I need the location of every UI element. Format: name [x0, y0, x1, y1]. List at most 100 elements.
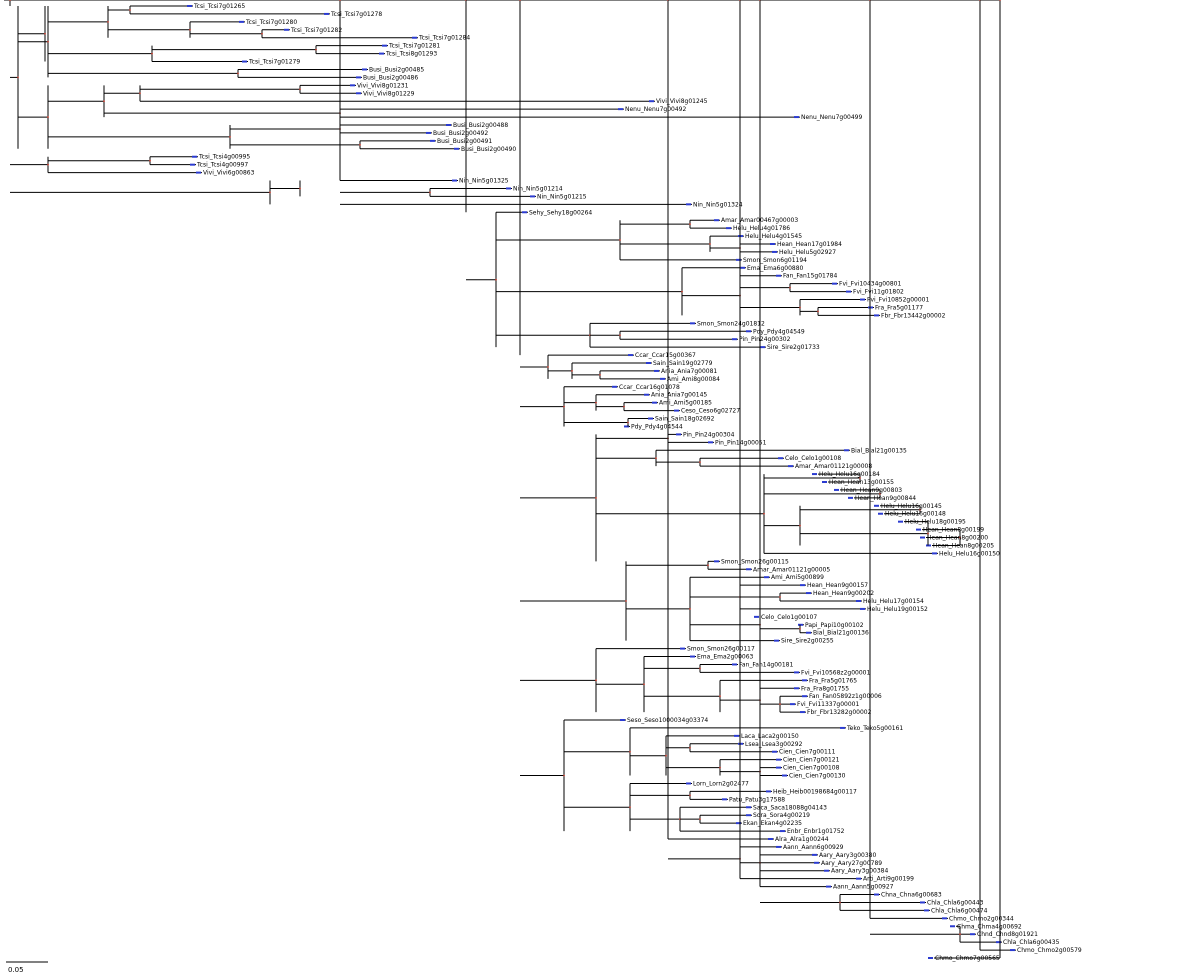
leaf-label: Amar_Amar01121g00008 [795, 463, 872, 470]
leaf-marker [734, 734, 739, 737]
leaf-label: Chmo_Chmo7g00565 [935, 955, 1000, 962]
leaf-marker [920, 901, 925, 904]
leaf-label: Helu_Helu16g00150 [939, 550, 1000, 557]
leaf-marker [686, 203, 691, 206]
leaf-marker [806, 592, 811, 595]
leaf-marker [778, 457, 783, 460]
leaf-marker [379, 52, 384, 55]
leaf-label: Tcsi_Tcsi7g01279 [248, 59, 300, 66]
leaf-label: Celo_Celo1g00107 [761, 614, 817, 621]
leaf-marker [242, 60, 247, 63]
node-marker [927, 532, 929, 535]
leaf-marker [832, 282, 837, 285]
leaf-marker [522, 211, 527, 214]
leaf-marker [794, 687, 799, 690]
leaf-label: Fvi_Fvi11g01802 [853, 289, 904, 296]
node-marker [799, 627, 801, 630]
leaf-label: Hean_Hean13g00155 [829, 479, 894, 486]
leaf-label: Patu_Patu3g17588 [729, 796, 785, 803]
leaf-marker [506, 187, 511, 190]
leaf-label: Teko_Teko5g00161 [846, 725, 903, 732]
leaf-marker [874, 314, 879, 317]
leaf-label: Tcsi_Tcsi7g01284 [418, 35, 470, 42]
leaf-marker [690, 655, 695, 658]
leaf-label: Pdy_Pdy4g04549 [753, 328, 805, 335]
leaf-marker [812, 853, 817, 856]
node-marker [643, 683, 645, 686]
leaf-label: Tcsi_Tcsi4g00997 [196, 162, 248, 169]
leaf-label: Busi_Busi2g00488 [453, 122, 508, 129]
leaf-label: Ema_Ema6g00880 [747, 265, 804, 272]
leaf-marker [824, 869, 829, 872]
node-marker [315, 48, 317, 51]
leaf-label: Chnd_Chnd8g01921 [977, 931, 1038, 938]
leaf-marker [714, 560, 719, 563]
leaf-label: Pdy_Pdy4g04544 [631, 423, 683, 430]
node-marker [17, 76, 19, 79]
leaf-marker [740, 266, 745, 269]
leaf-marker [800, 711, 805, 714]
leaf-label: Chmo_Chmo2g00344 [949, 915, 1014, 922]
leaf-label: Amar_Amar00467g00003 [721, 217, 798, 224]
leaf-marker [764, 576, 769, 579]
node-marker [339, 0, 341, 1]
leaf-label: Helu_Helu16g00184 [819, 471, 880, 478]
leaf-label: Tcsi_Tcsi7g01282 [290, 27, 342, 34]
leaf-marker [844, 449, 849, 452]
leaf-label: Pin_Pin24g00304 [683, 431, 735, 438]
leaf-marker [802, 679, 807, 682]
node-marker [623, 405, 625, 408]
leaf-label: Hean_Hean9g00157 [807, 582, 868, 589]
leaf-label: Aann_Aann5g00927 [833, 884, 894, 891]
leaf-label: Tcsi_Tcsi8g01293 [385, 51, 437, 58]
leaf-label: Chna_Chna6g00683 [881, 892, 942, 899]
leaf-label: Tcsi_Tcsi7g01278 [330, 11, 382, 18]
leaf-label: Ceso_Ceso6g02727 [681, 408, 740, 415]
leaf-label: Fbr_Fbr13442g00002 [881, 312, 946, 319]
node-marker [689, 223, 691, 226]
leaf-label: Cien_Cien7g00111 [779, 749, 836, 756]
leaf-marker [996, 941, 1001, 944]
leaf-marker [920, 536, 925, 539]
node-marker [779, 596, 781, 598]
leaf-label: Lsea_Lsea3g00292 [745, 741, 803, 748]
node-marker [699, 818, 701, 821]
leaf-label: Chla_Chla6g00435 [1003, 939, 1060, 946]
leaf-label: Fvi_Fvi10568z2g00001 [801, 669, 870, 676]
leaf-marker [770, 243, 775, 245]
leaf-label: Enbr_Enbr1g01752 [787, 828, 845, 835]
leaf-marker [686, 782, 691, 785]
leaf-marker [746, 806, 751, 809]
leaf-marker [776, 274, 781, 277]
leaf-marker [350, 84, 355, 87]
leaf-label: Amar_Amar01121g00005 [753, 566, 830, 573]
node-marker [629, 806, 631, 809]
node-marker [719, 695, 721, 698]
leaf-label: Nenu_Nenu7g00499 [801, 114, 862, 121]
leaf-marker [674, 409, 679, 412]
node-marker [595, 401, 597, 404]
leaf-marker [620, 719, 625, 721]
node-marker [689, 794, 691, 797]
node-marker [149, 159, 151, 162]
leaf-marker [426, 131, 431, 134]
node-marker [595, 679, 597, 682]
leaf-marker [776, 766, 781, 769]
leaf-marker [800, 584, 805, 587]
leaf-marker [768, 838, 773, 840]
node-marker [563, 774, 565, 777]
leaf-label: Laca_Laca2g00150 [741, 733, 799, 740]
leaf-label: Cien_Cien7g00121 [783, 757, 840, 764]
leaf-marker [648, 417, 653, 420]
leaf-label: Ania_Ania7g00145 [651, 392, 707, 399]
node-marker [261, 32, 263, 35]
node-marker [859, 477, 861, 479]
leaf-marker [812, 473, 817, 476]
node-marker [44, 32, 46, 35]
leaf-label: Celo_Celo1g00108 [785, 455, 841, 462]
node-marker [129, 9, 131, 11]
scale-bar-label: 0.05 [8, 966, 24, 974]
leaf-label: Vivi_Vivi6g00863 [203, 170, 255, 177]
leaf-label: Chmo_Chmo2g00579 [1017, 947, 1082, 954]
leaf-label: Aary_Aary27g00789 [821, 860, 882, 867]
